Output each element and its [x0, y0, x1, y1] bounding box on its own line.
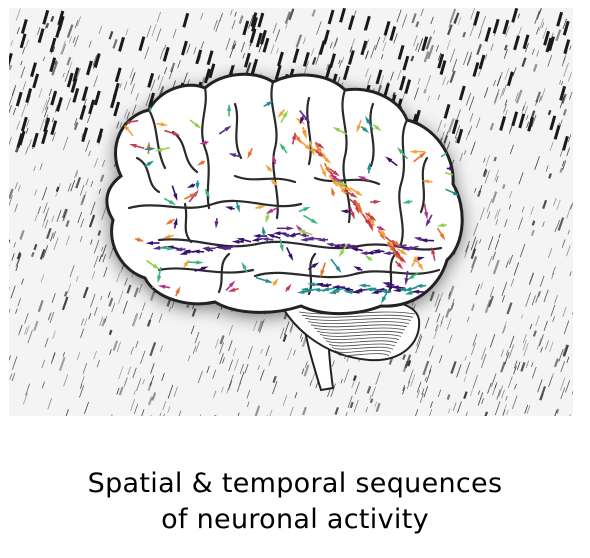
brain-figure-svg: [9, 8, 573, 416]
brain-illustration: [9, 8, 573, 416]
figure-caption: Spatial & temporal sequences of neuronal…: [0, 466, 590, 538]
activity-arrows: [122, 100, 461, 304]
cerebellum: [277, 298, 421, 362]
caption-line-2: of neuronal activity: [161, 504, 429, 535]
caption-line-1: Spatial & temporal sequences: [87, 468, 503, 499]
